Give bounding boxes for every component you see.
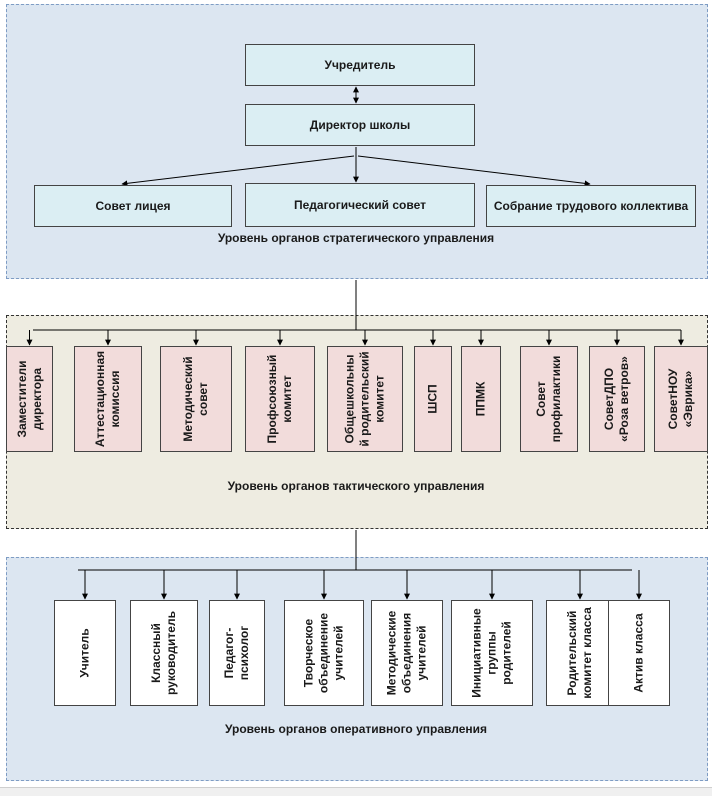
tactical-item-label-line: Общешкольны <box>342 354 357 444</box>
tactical-item-label: СоветНОУ«Эврика» <box>666 369 696 430</box>
tactical-item-label-line: «Роза ветров» <box>617 356 631 442</box>
operative-item-label-line: Методические <box>384 610 399 696</box>
founder-box: Учредитель <box>245 44 475 86</box>
tactical-item-label-line: Аттестационная <box>93 350 107 448</box>
tactical-item-label-line: ППМК <box>473 381 488 417</box>
tactical-item-label-line: профилактики <box>549 355 563 443</box>
tactical-item-box-10: СоветНОУ«Эврика» <box>654 346 708 452</box>
tactical-item-label: СоветДПО«Роза ветров» <box>602 356 632 442</box>
tactical-item-label-line: СоветДПО <box>602 367 616 431</box>
bottom-strip <box>0 787 712 796</box>
operative-item-label-line: учителей <box>331 625 346 681</box>
council-box-pedagogical: Педагогический совет <box>245 183 475 227</box>
operative-item-label-line: объединения <box>399 612 414 694</box>
operative-item-label-line: Учитель <box>77 628 92 678</box>
tactical-item-box-9: СоветДПО«Роза ветров» <box>589 346 645 452</box>
connector-line <box>357 155 591 187</box>
council-box-lyceum: Совет лицея <box>34 185 232 227</box>
council-box-labor-collective: Собрание трудового коллектива <box>486 185 696 227</box>
tactical-item-label-line: «Эврика» <box>681 370 695 428</box>
operative-item-box-1: Учитель <box>54 600 116 706</box>
connector-line <box>121 155 355 187</box>
tactical-item-label-line: ШСП <box>425 384 440 414</box>
operative-item-label-line: Творческое <box>301 618 316 688</box>
operative-item-box-8: Актив класса <box>608 600 670 706</box>
operative-item-label-line: объединение <box>316 612 331 694</box>
operative-item-label-line: психолог <box>237 625 251 681</box>
tactical-item-label-line: Совет <box>534 381 548 417</box>
tactical-item-label: ШСП <box>426 384 441 413</box>
operative-item-label-line: Актив класса <box>631 613 646 693</box>
operative-item-label: Учитель <box>78 628 93 677</box>
operative-item-label-line: руководитель <box>164 611 178 695</box>
operative-item-label: Актив класса <box>632 613 647 692</box>
tactical-item-label-line: комитет <box>372 375 387 423</box>
tactical-level-label: Уровень органов тактического управления <box>227 479 485 493</box>
operative-item-label-line: родителей <box>499 621 514 685</box>
operative-level-label: Уровень органов оперативного управления <box>224 722 488 736</box>
director-box: Директор школы <box>245 104 475 146</box>
operative-item-box-3: Педагог-психолог <box>209 600 265 706</box>
tactical-item-label-line: СоветНОУ <box>666 368 680 430</box>
operative-item-label-line: группы <box>484 631 499 675</box>
tactical-item-label-line: комиссия <box>108 370 122 428</box>
tactical-item-label-line: совет <box>196 382 210 416</box>
tactical-item-box-6: ШСП <box>414 346 452 452</box>
operative-item-label-line: Инициативные <box>469 608 484 698</box>
tactical-item-label-line: й родительский <box>357 351 372 447</box>
operative-item-label: Педагог-психолог <box>222 626 252 681</box>
tactical-item-label-line: комитет <box>280 375 294 423</box>
tactical-item-label-line: директора <box>29 367 44 431</box>
operative-item-label-line: учителей <box>414 625 429 681</box>
tactical-item-label: ППМК <box>474 382 489 417</box>
operative-item-label-line: Родительский <box>565 610 579 696</box>
operative-item-label-line: Педагог- <box>222 627 236 679</box>
tactical-item-label-line: Профсоюзный <box>265 354 279 444</box>
operative-item-label-line: комитет класса <box>580 607 594 699</box>
strategic-level-label: Уровень органов стратегического управлен… <box>217 231 495 245</box>
tactical-item-label-line: Методический <box>181 356 195 442</box>
operative-item-label-line: Классный <box>149 623 163 683</box>
tactical-item-label-line: Заместители <box>14 360 29 438</box>
tactical-item-box-7: ППМК <box>461 346 501 452</box>
